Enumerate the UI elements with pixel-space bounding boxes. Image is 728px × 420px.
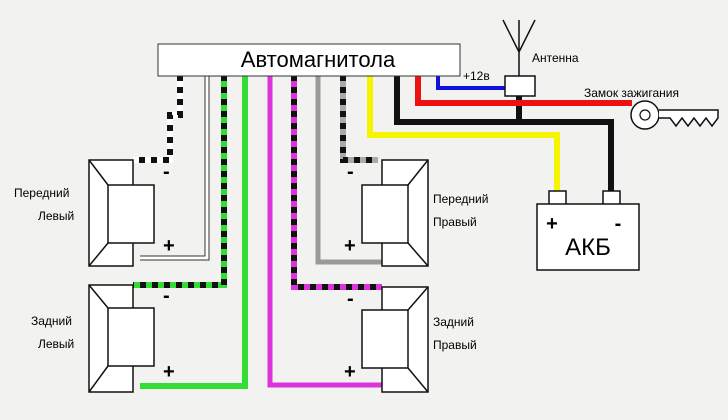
speaker-rear-right-label-2: Правый	[433, 338, 477, 352]
power-label: +12в	[463, 69, 490, 83]
ignition-key-icon: Замок зажигания	[584, 86, 719, 130]
speaker-icon	[361, 159, 429, 267]
speaker-minus-label: -	[347, 161, 354, 183]
head-unit-label: Автомагнитола	[241, 47, 396, 72]
speaker-rear-right-label-1: Задний	[433, 315, 474, 329]
speaker-front-left-label-1: Передний	[14, 186, 69, 200]
speaker-rear-right: - + Задний Правый	[344, 286, 477, 393]
speaker-front-right-label-2: Правый	[433, 215, 477, 229]
rear-right-minus-wire	[291, 75, 382, 290]
speaker-plus-label: +	[344, 235, 356, 257]
wires	[133, 75, 632, 389]
ignition-wire	[415, 75, 632, 106]
speaker-plus-label: +	[344, 361, 356, 383]
speaker-icon	[88, 159, 155, 267]
speaker-minus-label: -	[163, 285, 170, 307]
speaker-rear-left-label-1: Задний	[31, 314, 72, 328]
battery-plus-label: +	[546, 213, 558, 235]
battery-minus-label: -	[615, 213, 622, 235]
speaker-minus-label: -	[163, 161, 170, 183]
battery: + - АКБ	[536, 190, 640, 271]
rear-left-plus-wire	[140, 75, 248, 389]
speaker-front-right: - + Передний Правый	[344, 159, 488, 267]
battery-label: АКБ	[565, 234, 611, 261]
speaker-front-left-label-2: Левый	[38, 209, 74, 223]
speaker-plus-label: +	[163, 235, 175, 257]
speaker-minus-label: -	[347, 288, 354, 310]
speaker-front-right-label-1: Передний	[433, 192, 488, 206]
battery-plus-wire	[367, 75, 560, 197]
speaker-plus-label: +	[163, 361, 175, 383]
antenna-label: Антенна	[532, 51, 579, 65]
rear-right-plus-wire	[267, 75, 382, 388]
antenna: Антенна +12в	[463, 19, 579, 97]
battery-minus-wire	[394, 75, 614, 197]
speaker-front-left: - + Передний Левый	[14, 159, 175, 267]
head-unit: Автомагнитола	[157, 43, 461, 77]
ignition-label: Замок зажигания	[584, 86, 679, 100]
speaker-icon	[361, 286, 429, 393]
front-right-plus-wire	[315, 75, 382, 265]
antenna-power-wire	[436, 75, 505, 90]
speaker-rear-left: - + Задний Левый	[31, 284, 175, 393]
speaker-rear-left-label-2: Левый	[38, 337, 74, 351]
speaker-icon	[88, 284, 155, 393]
